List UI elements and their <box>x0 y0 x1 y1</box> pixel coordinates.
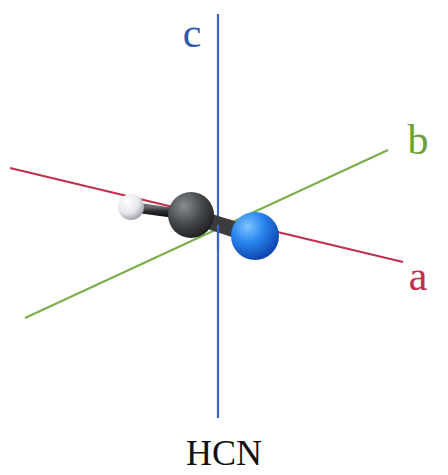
carbon-atom <box>168 192 214 238</box>
axis-label: b <box>408 119 429 161</box>
nitrogen-atom <box>231 212 279 260</box>
axis-label: a <box>409 255 428 297</box>
a-axis <box>10 168 403 262</box>
hydrogen-atom <box>118 194 144 220</box>
axis-label: c <box>183 12 202 54</box>
b-axis <box>25 150 388 318</box>
c-axis-front <box>217 225 219 250</box>
caption: HCN <box>186 435 262 471</box>
